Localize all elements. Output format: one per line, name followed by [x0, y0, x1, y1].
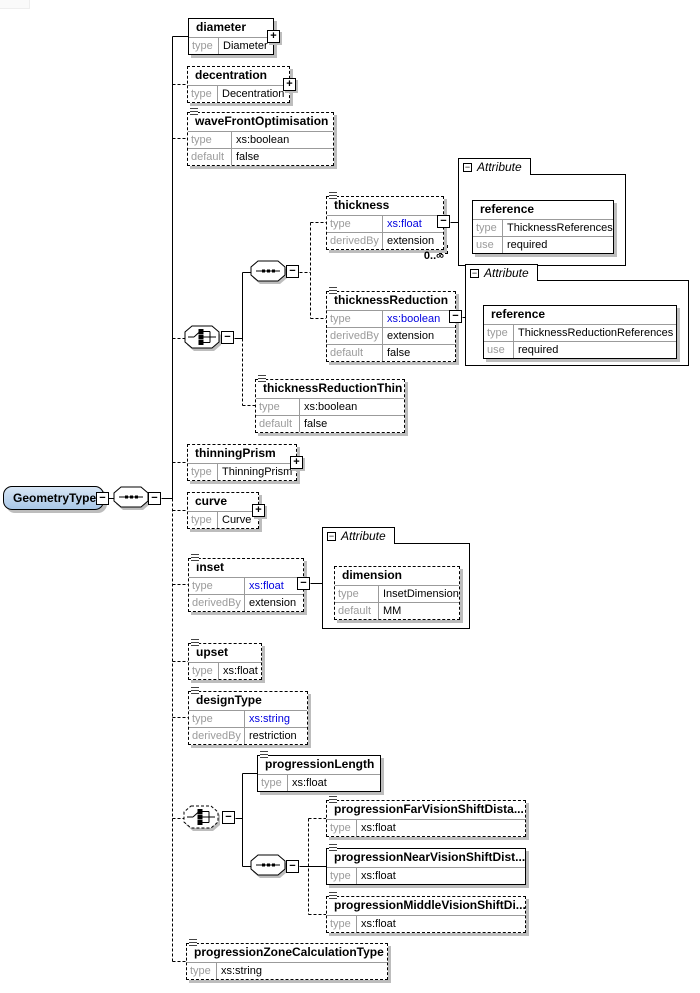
collapse-icon[interactable]: −: [437, 215, 450, 228]
choice-icon: [184, 325, 221, 351]
annotation-icon: [191, 687, 199, 696]
element-name: upset: [196, 645, 229, 659]
attribute-tab[interactable]: −Attribute: [458, 158, 531, 175]
annotation-icon: [260, 751, 268, 760]
element-name: progressionMiddleVisionShiftDi...: [334, 898, 526, 912]
annotation-icon: [191, 639, 199, 648]
element-name: curve: [195, 494, 228, 508]
annotation-icon: [329, 192, 337, 201]
attribute-tab[interactable]: −Attribute: [465, 264, 538, 281]
element-name: progressionLength: [265, 757, 375, 771]
annotation-icon: [329, 892, 337, 901]
root-type-geometrytype[interactable]: GeometryType: [3, 486, 104, 510]
element-name: waveFrontOptimisation: [195, 114, 329, 128]
choice-compositor-thickness[interactable]: [183, 323, 227, 360]
attribute-tab-label: Attribute: [341, 529, 386, 543]
sequence-icon: [113, 486, 150, 510]
attribute-name: dimension: [342, 568, 403, 582]
collapse-icon[interactable]: −: [221, 331, 234, 344]
multi-occurrence-corner: [439, 245, 448, 254]
collapse-icon[interactable]: −: [470, 267, 479, 278]
occurrence-label: 0..∞: [423, 250, 444, 262]
annotation-icon: [191, 554, 199, 563]
choice-icon: [183, 805, 220, 831]
collapse-icon[interactable]: −: [463, 161, 472, 172]
collapse-icon[interactable]: −: [286, 860, 299, 873]
annotation-icon: [190, 108, 198, 117]
element-name: progressionNearVisionShiftDist...: [334, 850, 526, 864]
element-name: thicknessReductionThin: [263, 381, 403, 395]
annotation-icon: [189, 939, 197, 948]
element-name: progressionZoneCalculationType: [194, 945, 384, 959]
sequence-compositor-progression[interactable]: [249, 852, 293, 887]
expand-icon[interactable]: +: [283, 78, 296, 91]
sequence-icon: [250, 260, 287, 284]
connectors-dashed: [172, 84, 327, 962]
collapse-icon[interactable]: −: [96, 492, 109, 505]
expand-icon[interactable]: +: [290, 456, 303, 469]
element-name: thicknessReduction: [334, 293, 449, 307]
element-name: progressionFarVisionShiftDista...: [334, 802, 524, 816]
sequence-compositor-main[interactable]: [112, 484, 156, 519]
attribute-name: reference: [480, 202, 535, 216]
element-name: thickness: [334, 198, 390, 212]
collapse-icon[interactable]: −: [327, 530, 336, 541]
element-name: thinningPrism: [195, 446, 276, 460]
attribute-tab-label: Attribute: [484, 266, 529, 280]
attribute-tab[interactable]: −Attribute: [322, 527, 395, 544]
annotation-icon: [329, 796, 337, 805]
corner-chip: [0, 0, 30, 9]
attribute-name: reference: [491, 307, 546, 321]
element-name: designType: [196, 693, 262, 707]
collapse-icon[interactable]: −: [222, 811, 235, 824]
sequence-compositor-thickness[interactable]: [249, 258, 293, 293]
element-name: decentration: [195, 68, 268, 82]
choice-compositor-progression[interactable]: [182, 803, 226, 840]
annotation-icon: [329, 287, 337, 296]
expand-icon[interactable]: +: [267, 30, 280, 43]
connectors-solid: [104, 36, 466, 867]
collapse-icon[interactable]: −: [148, 492, 161, 505]
sequence-icon: [250, 854, 287, 878]
collapse-icon[interactable]: −: [286, 265, 299, 278]
expand-icon[interactable]: +: [252, 504, 265, 517]
annotation-icon: [329, 844, 337, 853]
element-name: diameter: [196, 20, 247, 34]
element-name: inset: [196, 560, 225, 574]
attribute-tab-label: Attribute: [477, 160, 522, 174]
collapse-icon[interactable]: −: [297, 577, 310, 590]
annotation-icon: [258, 375, 266, 384]
collapse-icon[interactable]: −: [449, 310, 462, 323]
